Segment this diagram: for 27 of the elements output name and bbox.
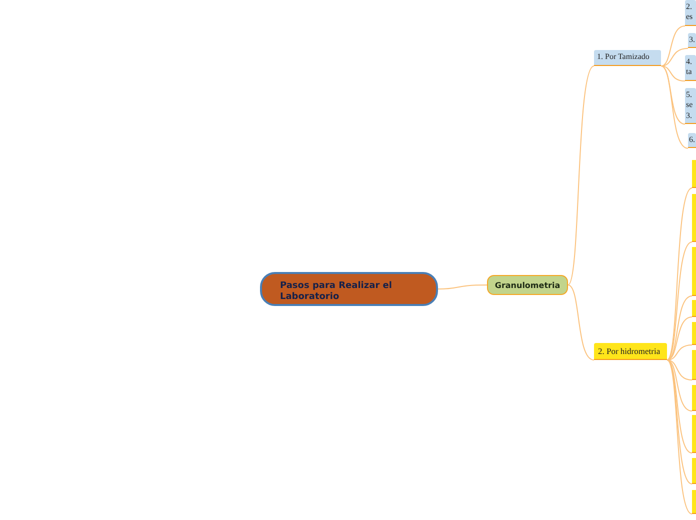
connector-line bbox=[660, 48, 688, 66]
connector-line bbox=[666, 242, 692, 360]
connector-line bbox=[666, 296, 692, 360]
subtopic-box: 2. Por hidrometria bbox=[594, 343, 667, 360]
connector-line bbox=[666, 360, 692, 454]
subtopic-box: 6. bbox=[688, 133, 696, 148]
connector-line bbox=[660, 66, 686, 125]
connector-line bbox=[666, 344, 692, 360]
subtopic-box: 3. bbox=[688, 33, 696, 48]
connector-line bbox=[660, 26, 686, 66]
connector-line bbox=[666, 188, 692, 360]
subtopic-box: 2. es bbox=[685, 0, 696, 26]
connector-line bbox=[660, 66, 688, 149]
connector-line bbox=[666, 360, 692, 484]
connector-line bbox=[666, 360, 692, 380]
connector-line bbox=[666, 360, 692, 412]
central-topic: Pasos para Realizar el Laboratorio bbox=[260, 272, 438, 306]
connector-line bbox=[666, 360, 692, 514]
main-topic: Granulometria bbox=[487, 275, 568, 295]
connector-line bbox=[438, 284, 488, 290]
subtopic-box: 1. Por Tamizado bbox=[594, 50, 661, 66]
connector-line bbox=[666, 316, 692, 360]
connector-line bbox=[568, 66, 594, 286]
subtopic-box: 4. ta bbox=[685, 55, 696, 81]
connector-line bbox=[568, 284, 594, 360]
subtopic-box: 5. se 3. bbox=[685, 88, 696, 124]
connector-line bbox=[660, 66, 686, 82]
